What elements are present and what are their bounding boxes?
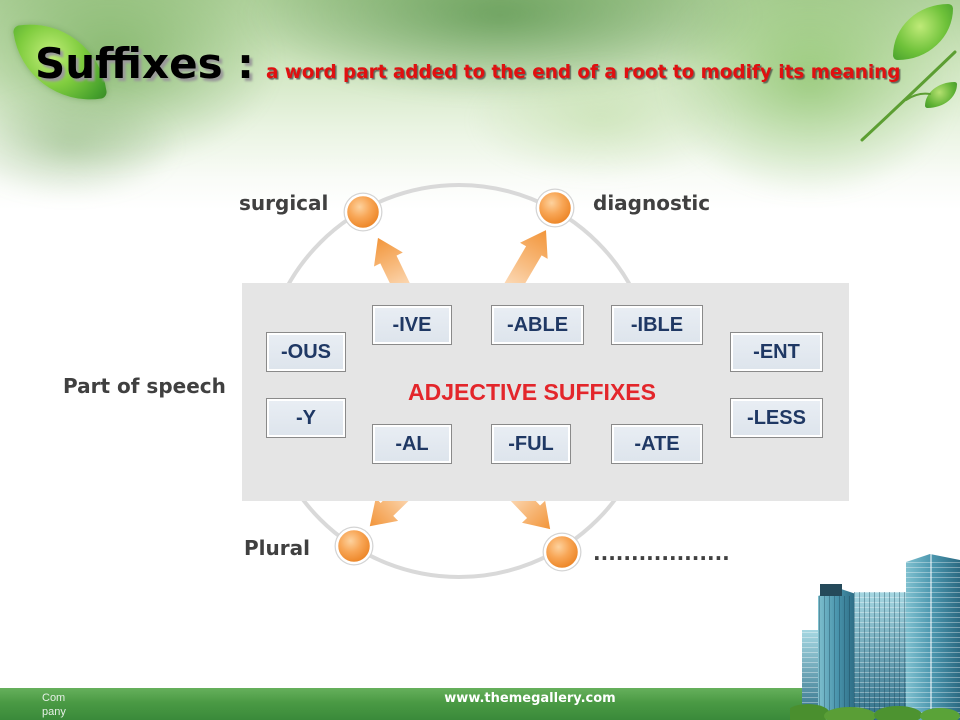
title-row: Suffixes : a word part added to the end o… bbox=[35, 40, 900, 97]
tree bbox=[920, 708, 960, 720]
node-dot-plural bbox=[335, 527, 373, 565]
node-dot-more bbox=[543, 533, 581, 571]
twig-stem bbox=[860, 50, 957, 142]
twig-branch bbox=[905, 92, 931, 101]
footer-company-text: Company bbox=[42, 692, 66, 718]
building-mullions bbox=[818, 596, 856, 720]
suffix-box: -Y bbox=[266, 398, 346, 438]
suffix-box: -LESS bbox=[730, 398, 823, 438]
building-mullions bbox=[854, 592, 906, 720]
building-crown bbox=[820, 584, 842, 596]
cycle-label-placeholder: .................. bbox=[593, 541, 730, 565]
leaf-background bbox=[0, 0, 960, 210]
suffix-box: -AL bbox=[372, 424, 452, 464]
tree bbox=[874, 706, 922, 720]
adjective-suffix-panel: -OUS -IVE -ABLE -IBLE -ENT -Y -AL -FUL -… bbox=[242, 283, 849, 501]
tree bbox=[824, 707, 876, 720]
suffix-box: -IVE bbox=[372, 305, 452, 345]
suffix-box: -ABLE bbox=[491, 305, 584, 345]
slide-title: Suffixes : bbox=[35, 39, 254, 88]
suffix-box: -OUS bbox=[266, 332, 346, 372]
leaf-blur bbox=[0, 90, 180, 200]
cycle-label-surgical: surgical bbox=[239, 191, 329, 215]
suffix-box: -FUL bbox=[491, 424, 571, 464]
suffix-box: -ENT bbox=[730, 332, 823, 372]
building-highlight bbox=[930, 554, 932, 720]
footer-url: www.themegallery.com bbox=[444, 691, 616, 706]
slide-subtitle: a word part added to the end of a root t… bbox=[265, 62, 901, 83]
suffix-box: -ATE bbox=[611, 424, 703, 464]
cycle-label-plural: Plural bbox=[244, 536, 310, 560]
node-dot-diagnostic bbox=[536, 189, 574, 227]
leaf-blur bbox=[470, 60, 730, 180]
panel-heading: ADJECTIVE SUFFIXES bbox=[408, 379, 656, 405]
node-dot-surgical bbox=[344, 193, 382, 231]
cycle-label-part-of-speech: Part of speech bbox=[63, 374, 226, 398]
suffix-box: -IBLE bbox=[611, 305, 703, 345]
cycle-label-diagnostic: diagnostic bbox=[593, 191, 711, 215]
tree bbox=[790, 704, 830, 720]
twig-decoration bbox=[860, 50, 957, 142]
city-skyline-graphic bbox=[790, 554, 960, 720]
building-floors bbox=[906, 562, 960, 720]
